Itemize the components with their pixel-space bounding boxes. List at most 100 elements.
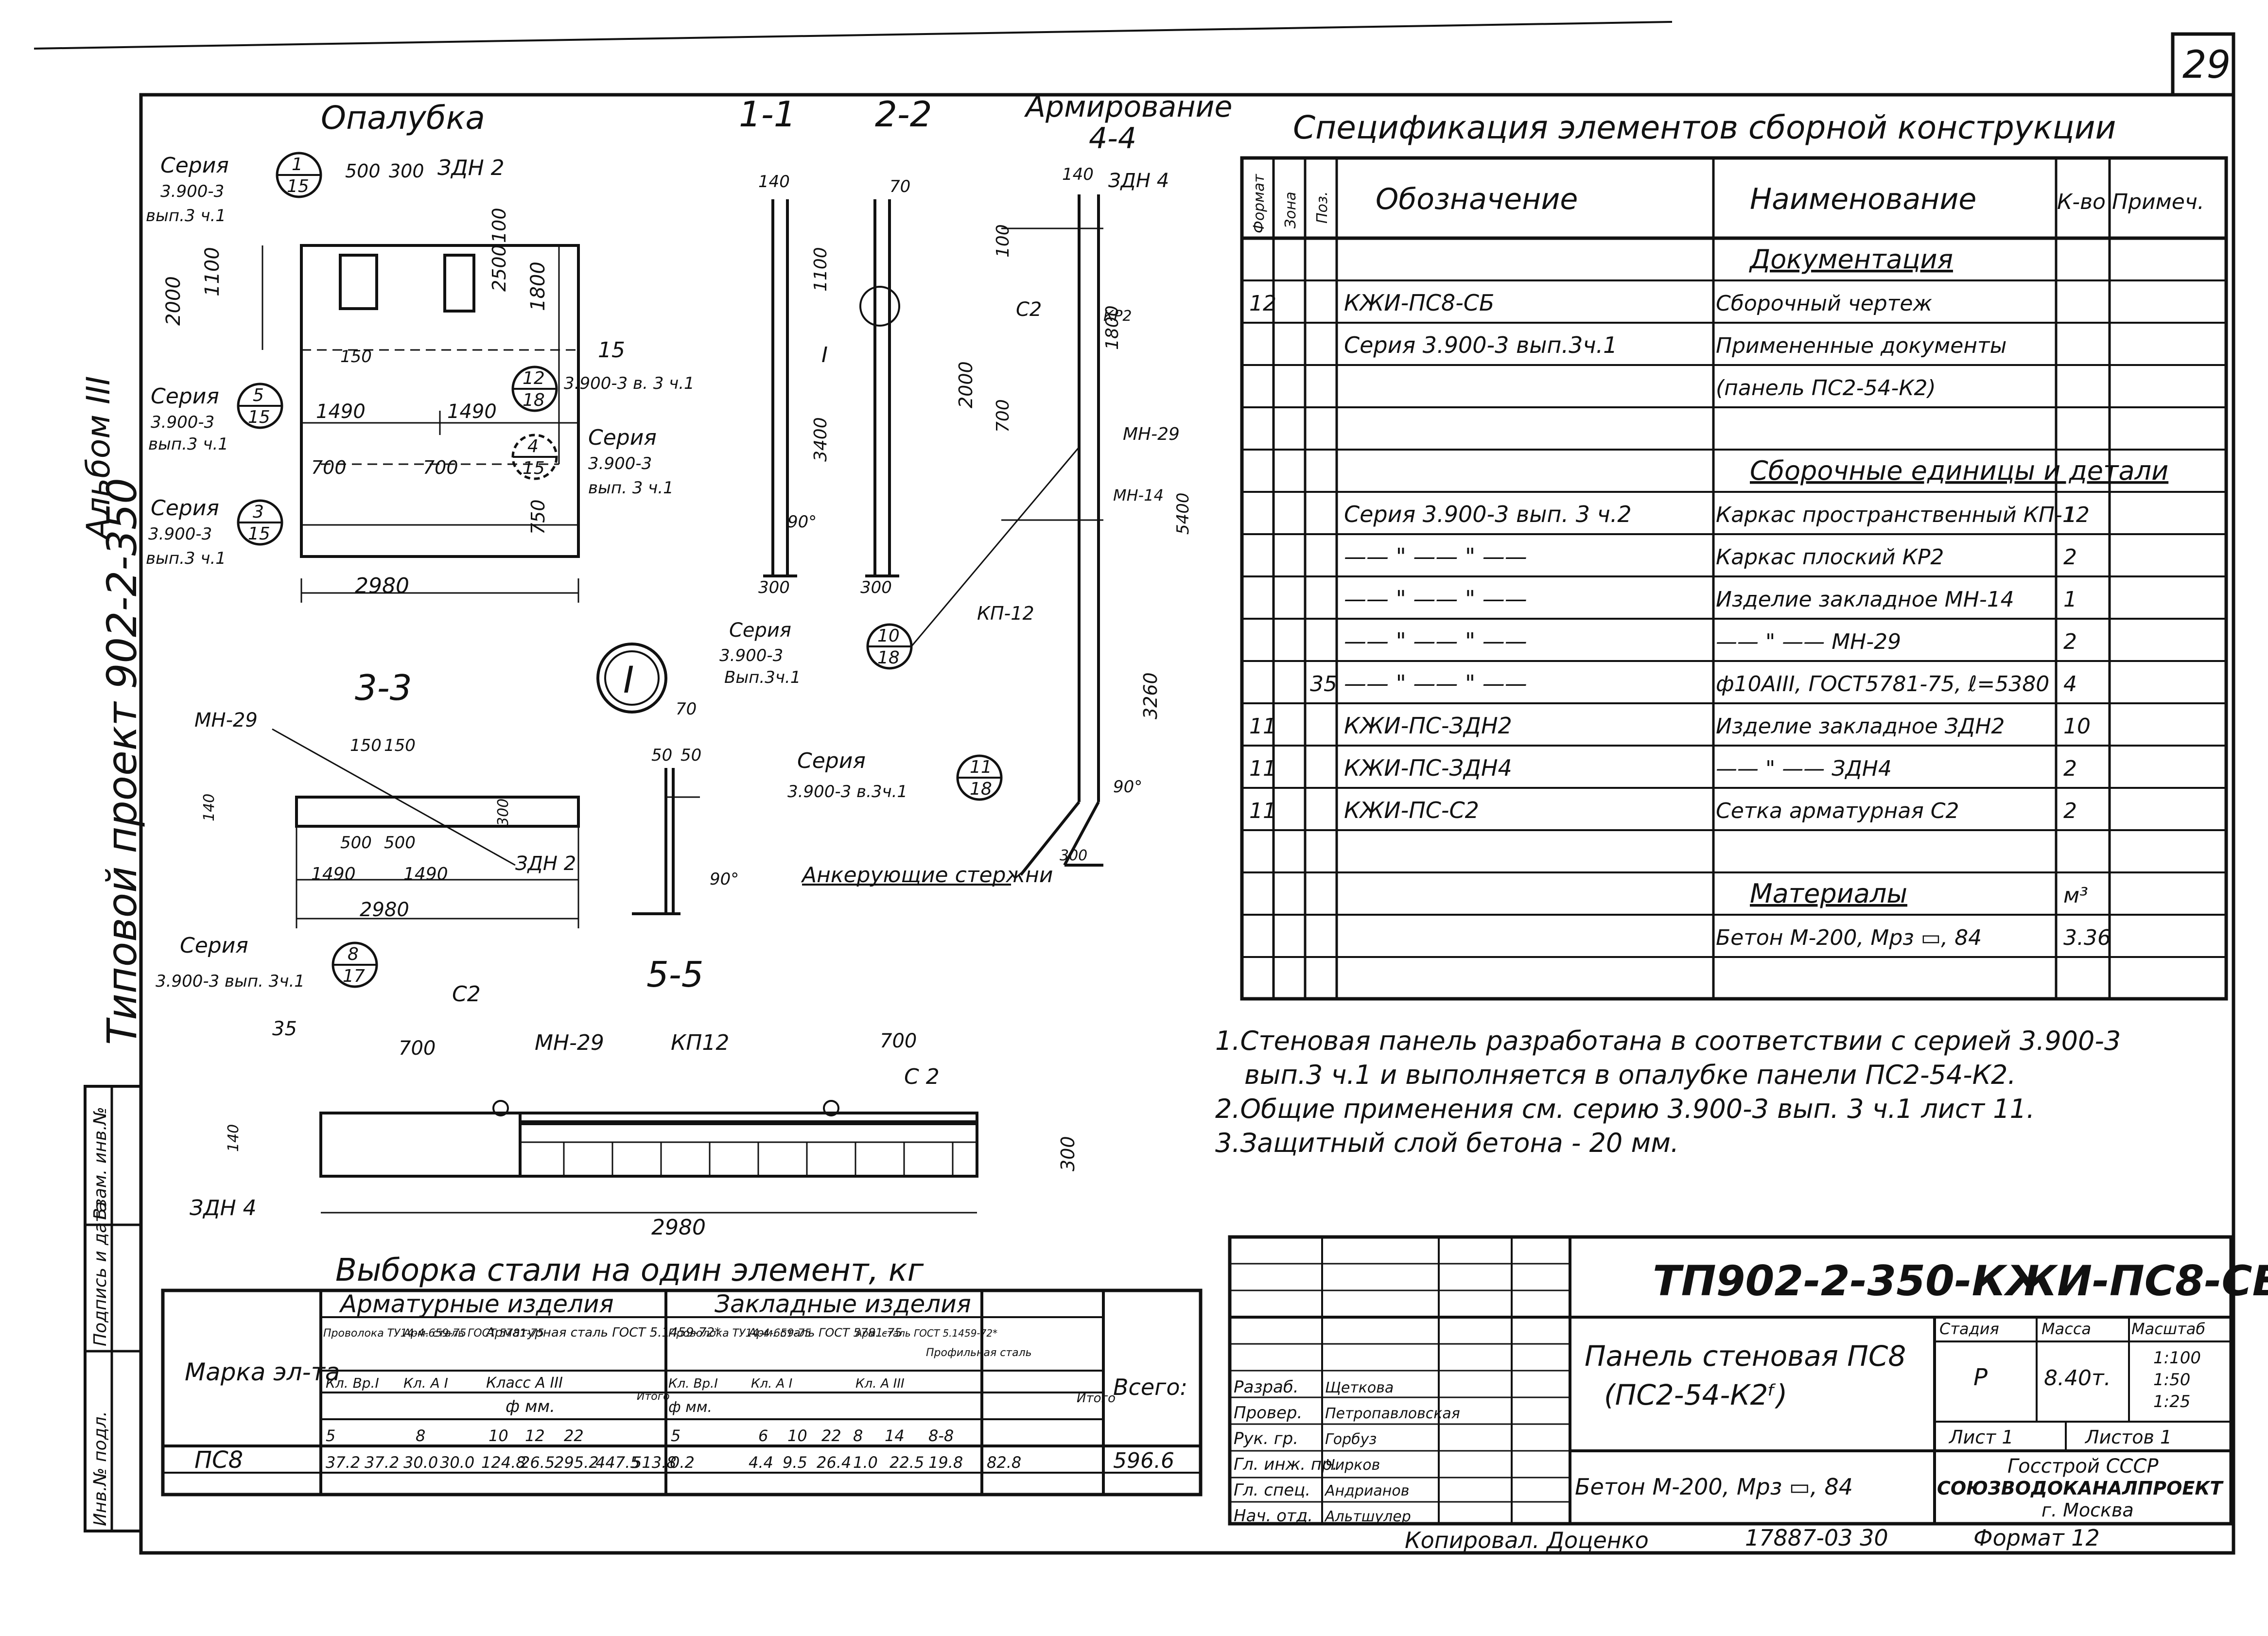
- steel-itogo-header-zakl: Итого: [1077, 1391, 1116, 1406]
- spec-cell-name: Сборочный чертеж: [1716, 291, 1932, 316]
- svg-text:вып.3 ч.1: вып.3 ч.1: [146, 549, 226, 568]
- title-role: Гл. инж. пр.: [1234, 1455, 1337, 1474]
- dim-1800: 1800: [527, 261, 549, 311]
- steel-value: 37.2: [365, 1453, 399, 1472]
- spec-cell-name: Примененные документы: [1716, 333, 2006, 358]
- dim-3260-s44: 3260: [1140, 672, 1161, 719]
- spec-cell-oboz: КЖИ-ПС-ЗДН2: [1344, 713, 1512, 739]
- title-role: Рук. гр.: [1234, 1429, 1298, 1448]
- label-c2-plan-right: С 2: [904, 1064, 940, 1089]
- dim-700-plan-left: 700: [399, 1037, 436, 1060]
- svg-text:15: 15: [523, 458, 545, 478]
- spec-cell-name: (панель ПС2-54-К2): [1716, 376, 1936, 400]
- steel-vsego-header: Всего:: [1113, 1374, 1187, 1400]
- title-roles: Разраб.ЩетковаПровер.ПетропавловскаяРук.…: [1234, 1377, 1460, 1526]
- steel-dia-arm: 8: [416, 1427, 425, 1445]
- spec-cell-format: 11: [1249, 799, 1276, 823]
- steel-sub-zakl-3: Арм. сталь ГОСТ 5.1459-72*: [855, 1327, 997, 1339]
- note-line-3: 2.Общие применения см. серию 3.900-3 вып…: [1215, 1094, 2035, 1124]
- title-stage: Р: [1973, 1364, 1988, 1391]
- svg-text:I: I: [623, 658, 634, 701]
- title-scale-3: 1:25: [2153, 1392, 2190, 1411]
- album-label: Альбом III: [80, 376, 117, 541]
- title-block: [1228, 1235, 2233, 1526]
- page-number: 29: [2182, 43, 2231, 87]
- steel-row-mark: ПС8: [194, 1446, 243, 1474]
- dim-300-s44: 300: [1060, 847, 1087, 864]
- spec-cell-pos: 35: [1310, 672, 1337, 696]
- spec-cell-oboz: Серия 3.900-3 вып.3ч.1: [1344, 332, 1617, 358]
- svg-text:вып. 3 ч.1: вып. 3 ч.1: [588, 478, 674, 498]
- dim-1100-s22: 1100: [811, 247, 831, 292]
- spec-header-note: Примеч.: [2112, 190, 2204, 214]
- svg-text:5: 5: [253, 385, 264, 405]
- steel-cls-arm-3: Класс А III: [486, 1375, 563, 1392]
- spec-cell-name: Сборочные единицы и детали: [1750, 455, 2168, 486]
- spec-cell-name: —— " —— МН-29: [1716, 629, 1901, 654]
- steel-dia-zakl: 5: [671, 1427, 680, 1445]
- spec-row: Документация: [1749, 244, 1953, 275]
- svg-text:Серия: Серия: [151, 384, 219, 409]
- spec-cell-qty: 1: [2063, 503, 2077, 527]
- svg-text:Серия: Серия: [729, 619, 791, 642]
- dim-90deg-s44: 90°: [1113, 777, 1142, 797]
- note-line-2: вып.3 ч.1 и выполняется в опалубке панел…: [1244, 1060, 2016, 1090]
- ankernye-label: Анкерующие стержни: [801, 863, 1053, 888]
- side-stamp-label-2: Подпись и дата: [90, 1201, 110, 1346]
- svg-text:3: 3: [253, 502, 264, 522]
- steel-dia-arm: 10: [488, 1427, 508, 1445]
- steel-value: 37.2: [326, 1453, 360, 1472]
- svg-text:Серия: Серия: [588, 425, 657, 450]
- steel-value: 22.5: [890, 1453, 924, 1472]
- spec-cell-name: Каркас плоский КР2: [1716, 545, 1944, 570]
- callout-11-18: Серия 3.900-3 в.3ч.1 11 18: [787, 748, 1003, 801]
- dim-500-s33a: 500: [340, 833, 372, 853]
- svg-text:18: 18: [877, 648, 900, 668]
- dim-750: 750: [527, 499, 549, 535]
- section-3-3: [295, 796, 580, 928]
- label-kr2-s44: КР2: [1103, 308, 1132, 325]
- steel-dia-zakl: 22: [821, 1427, 841, 1445]
- note-line-4: 3.Защитный слой бетона - 20 мм.: [1215, 1128, 1679, 1158]
- spec-header-name: Наименование: [1750, 182, 1976, 216]
- spec-cell-qty: 2: [2063, 629, 2077, 654]
- dim-3400-s22: 3400: [811, 417, 831, 462]
- drawing-area: Опалубка 1-1 2-2 Армирование 4-4 3-3 5-5…: [146, 90, 1232, 1240]
- spec-row: (панель ПС2-54-К2): [1716, 376, 1936, 400]
- spec-cell-qty: 2: [2063, 799, 2077, 823]
- spec-header-qty: К-во: [2057, 190, 2106, 214]
- title-role: Гл. спец.: [1234, 1480, 1310, 1500]
- svg-text:3.900-3: 3.900-3: [151, 413, 214, 432]
- dim-500-s33b: 500: [384, 833, 416, 853]
- dim-5400-s44: 5400: [1173, 492, 1193, 535]
- steel-value: 513.8: [632, 1453, 677, 1472]
- spec-table: Формат Зона Поз. Обозначение Наименовани…: [1240, 156, 2228, 1001]
- steel-dia-zakl: 8-8: [928, 1427, 954, 1445]
- spec-header-oboz: Обозначение: [1376, 182, 1578, 216]
- side-stamp-label-3: Взам. инв.№: [90, 1107, 110, 1220]
- title-name-2: (ПС2-54-К2ᶠ): [1604, 1378, 1787, 1411]
- svg-text:17: 17: [343, 966, 365, 986]
- callout-10-18: Серия 3.900-3 Вып.3ч.1 10 18: [719, 447, 1080, 687]
- steel-sub-arm-3: Арматурная сталь ГОСТ 5.1459-72*: [485, 1325, 721, 1340]
- dim-50-s55: 50: [651, 746, 672, 765]
- steel-dia-zakl: 6: [758, 1427, 768, 1445]
- spec-cell-qty: 4: [2063, 672, 2077, 696]
- dim-70-s55: 70: [676, 699, 697, 719]
- steel-value: 26.4: [817, 1453, 851, 1472]
- spec-cell-qty: 3.36: [2063, 925, 2111, 950]
- svg-text:12: 12: [523, 368, 545, 388]
- dim-300-s11: 300: [758, 578, 790, 597]
- spec-cell-qty: 10: [2063, 714, 2091, 739]
- footer-copied: Копировал. Доценко: [1405, 1527, 1649, 1553]
- section-2-2: [859, 199, 900, 577]
- svg-text:3.900-3 в.3ч.1: 3.900-3 в.3ч.1: [787, 782, 907, 801]
- spec-cell-oboz: —— " —— " ——: [1344, 628, 1527, 654]
- dim-300-s22: 300: [860, 578, 892, 597]
- title-name-1: Панель стеновая ПС8: [1585, 1340, 1906, 1373]
